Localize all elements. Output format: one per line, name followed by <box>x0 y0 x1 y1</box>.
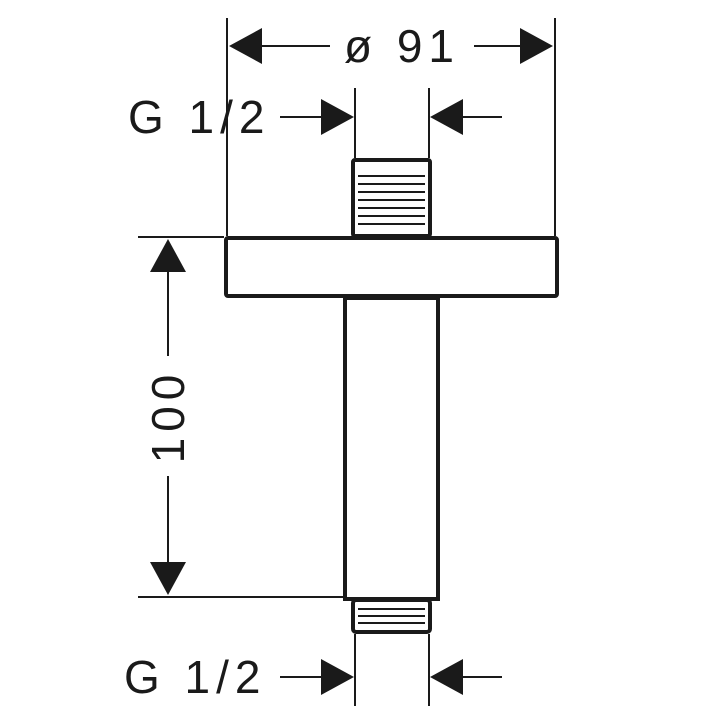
bottom-thread-label: G 1/2 <box>124 651 267 703</box>
length-arrow-top <box>150 239 186 272</box>
flange-plate <box>224 236 559 298</box>
diameter-label: ø 91 <box>344 20 460 72</box>
length-dimension: 100 <box>138 236 343 598</box>
bottom-thread-dimension: G 1/2 <box>124 634 502 706</box>
diameter-arrow-left <box>229 28 262 64</box>
diameter-dimension: ø 91 <box>226 18 556 236</box>
bottom-thread-connector <box>351 598 432 634</box>
top-thread-connector <box>351 158 432 238</box>
top-thread-label: G 1/2 <box>128 91 271 143</box>
bottom-thread-arrow-left <box>321 659 354 695</box>
top-thread-dimension: G 1/2 <box>128 88 502 158</box>
shower-arm-pipe <box>343 296 440 601</box>
length-label: 100 <box>142 369 194 464</box>
diameter-arrow-right <box>520 28 553 64</box>
top-thread-arrow-right <box>430 99 463 135</box>
length-arrow-bottom <box>150 562 186 595</box>
bottom-thread-arrow-right <box>430 659 463 695</box>
top-thread-arrow-left <box>321 99 354 135</box>
